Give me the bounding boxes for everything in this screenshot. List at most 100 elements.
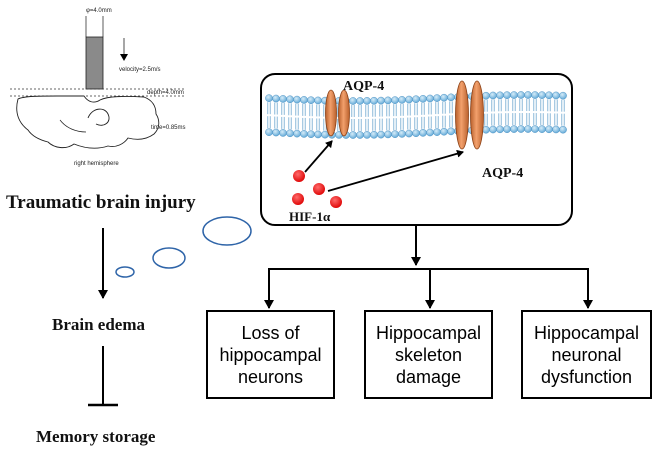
lipid-head <box>391 96 399 104</box>
outcome-box-frame <box>206 310 335 399</box>
lipid-head <box>412 129 420 138</box>
lipid-head <box>489 91 497 100</box>
hif1a-to-aqp4-right-arrow <box>327 149 464 192</box>
outcome-text-line: neuronal <box>551 345 621 365</box>
lipid-head <box>482 91 490 100</box>
lipid-head <box>496 125 504 134</box>
memory-storage-label: Memory storage <box>36 427 156 446</box>
lipid-head <box>398 130 406 138</box>
hif1a-cluster <box>292 170 342 208</box>
lipid-head <box>384 130 392 139</box>
lipid-head <box>496 91 504 100</box>
depth-label: depth=4.0mm <box>147 90 184 96</box>
outcome-box-skeleton-damage: Hippocampal skeleton damage <box>364 310 493 399</box>
lipid-head <box>510 91 518 99</box>
aqp4-channel-left <box>325 89 350 137</box>
aqp4-top-label: AQP-4 <box>343 79 384 94</box>
outcome-text-line: hippocampal <box>219 345 321 365</box>
diameter-label: φ=4.0mm <box>86 8 112 14</box>
lipid-head <box>349 97 357 105</box>
lipid-head <box>377 96 385 105</box>
lipid-head <box>433 94 441 102</box>
lipid-head <box>314 130 322 139</box>
lipid-head <box>272 94 280 103</box>
aqp4-subunit <box>325 89 337 137</box>
lipid-head <box>440 127 448 136</box>
traumatic-brain-injury-label: Traumatic brain injury <box>6 192 196 213</box>
hif1a-dot <box>292 193 304 205</box>
time-label: time=0.85ms <box>151 125 186 131</box>
impactor-rod <box>85 36 104 90</box>
outcome-box-loss-of-neurons: Loss of hippocampal neurons <box>206 310 335 399</box>
outcome-text-line: Loss of <box>241 323 300 343</box>
hemisphere-label: right hemisphere <box>74 161 119 167</box>
lipid-head <box>363 131 371 139</box>
lipid-head <box>405 129 413 138</box>
brain-inner-curve <box>59 119 87 133</box>
lipid-head <box>426 94 434 103</box>
hippocampus-curve <box>87 108 110 126</box>
lipid-head <box>279 129 287 137</box>
outcome-text-line: dysfunction <box>541 367 632 387</box>
lipid-head <box>300 96 308 104</box>
aqp4-subunit <box>455 80 469 150</box>
lipid-head <box>398 96 406 104</box>
hif1a-to-aqp4-left-arrow <box>304 140 333 173</box>
lipid-head <box>412 95 420 104</box>
lipid-head <box>524 125 532 133</box>
lipid-head <box>552 91 560 100</box>
lipid-head <box>447 93 455 102</box>
lipid-head <box>363 97 371 105</box>
outcome-box-frame <box>364 310 493 399</box>
lipid-head <box>419 95 427 103</box>
lipid-head <box>433 128 441 136</box>
outcome-text-line: neurons <box>238 367 303 387</box>
lipid-head <box>538 125 546 133</box>
lipid-head <box>272 128 280 137</box>
lipid-head <box>559 125 567 134</box>
outcome-text-line: Hippocampal <box>376 323 481 343</box>
lipid-head <box>552 125 560 134</box>
outcome-text-line: damage <box>396 367 461 387</box>
lipid-head <box>419 129 427 137</box>
hif1a-dot <box>313 183 325 195</box>
lipid-head <box>279 95 287 103</box>
lipid-head <box>265 94 273 102</box>
lipid-head <box>517 125 525 133</box>
lipid-head <box>286 95 294 104</box>
hif1a-dot <box>330 196 342 208</box>
lipid-head <box>314 96 322 105</box>
outcome-box-frame <box>521 310 652 399</box>
lipid-head <box>531 125 539 133</box>
hif1a-label: HIF-1α <box>289 209 331 224</box>
lipid-head <box>307 130 315 138</box>
aqp4-right-label: AQP-4 <box>482 166 523 181</box>
outcome-box-neuronal-dysfunction: Hippocampal neuronal dysfunction <box>521 310 652 399</box>
thought-bubbles <box>115 216 252 278</box>
lipid-head <box>391 130 399 138</box>
lipid-head <box>293 95 301 104</box>
lipid-head <box>300 130 308 138</box>
lipid-head <box>356 131 364 139</box>
lipid-head <box>307 96 315 104</box>
lipid-head <box>503 125 511 133</box>
lipid-head <box>286 129 294 138</box>
lipid-head <box>510 125 518 133</box>
lipid-head <box>405 95 413 104</box>
lipid-head <box>545 91 553 100</box>
outcome-text-line: skeleton <box>395 345 462 365</box>
lipid-head <box>349 131 357 139</box>
lipid-head <box>370 130 378 139</box>
lipid-head <box>517 91 525 99</box>
thought-bubble-large <box>202 216 252 246</box>
thought-bubble-small <box>115 266 135 278</box>
lipid-head <box>489 125 497 134</box>
lipid-head <box>377 130 385 139</box>
lipid-head <box>384 96 392 105</box>
aqp4-subunit <box>470 80 484 150</box>
thought-bubble-medium <box>152 247 186 269</box>
brain-outline <box>16 95 160 149</box>
lipid-head <box>538 91 546 99</box>
brain-edema-label: Brain edema <box>52 315 146 334</box>
